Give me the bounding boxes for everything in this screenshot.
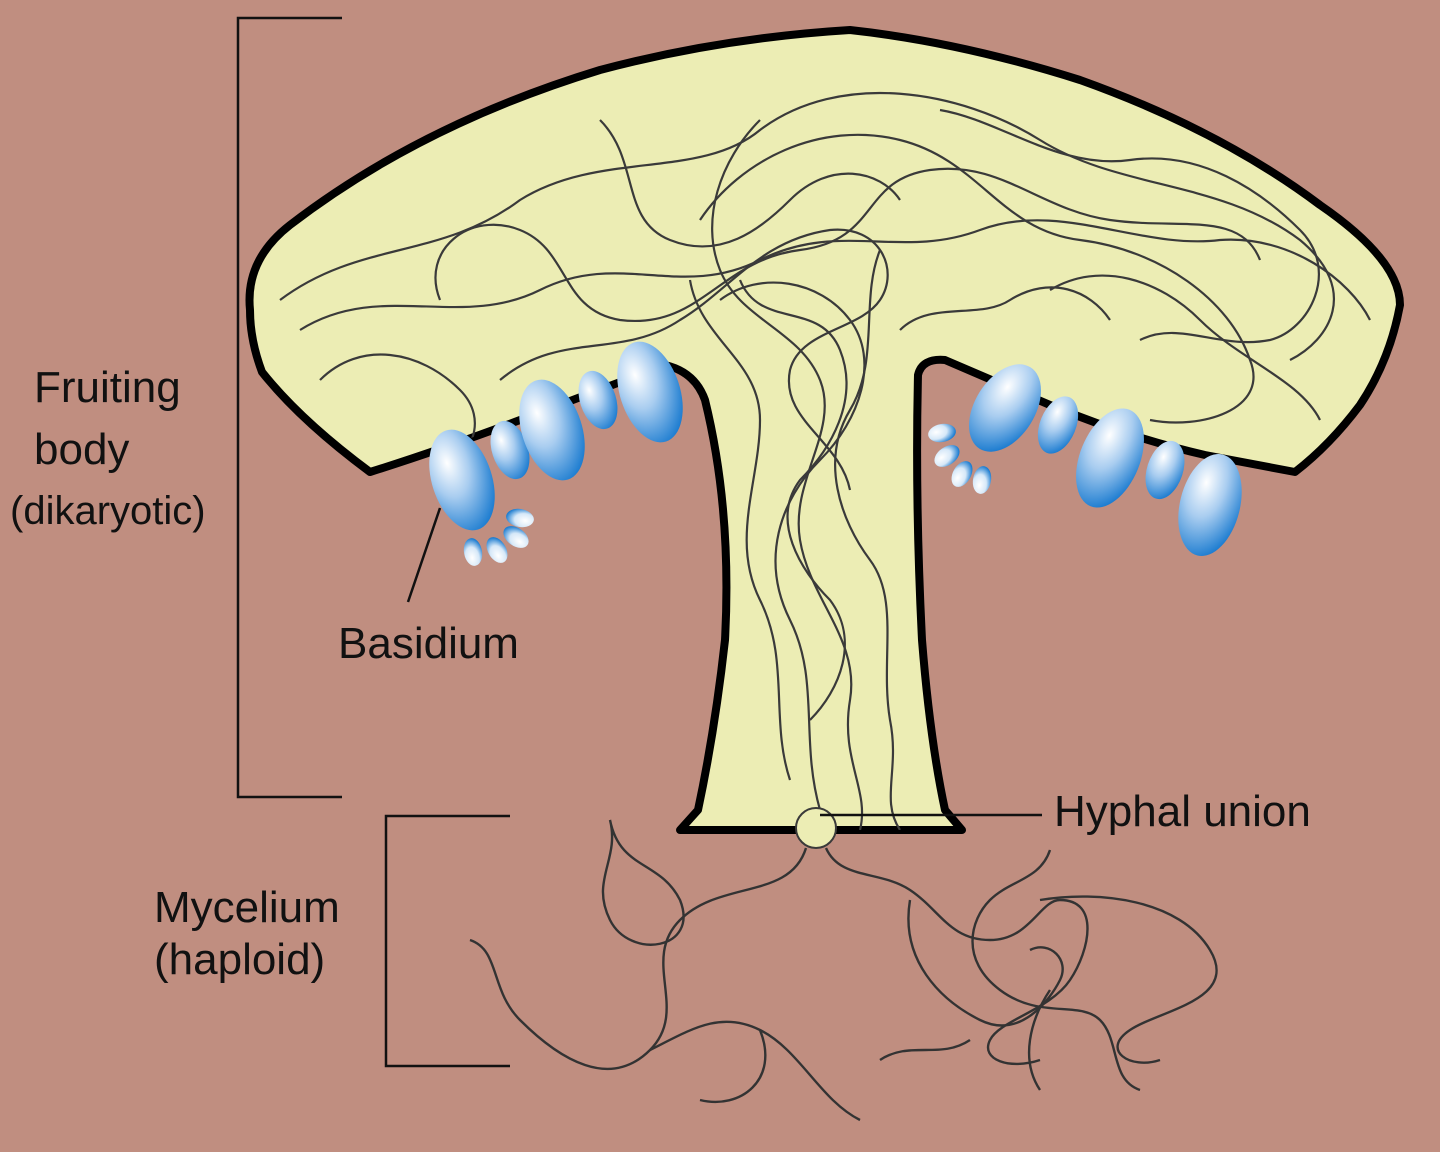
basidia-right (928, 364, 1242, 556)
basidium-shape (1037, 396, 1079, 454)
mycelium-bracket (384, 814, 510, 1068)
fruiting-body-label-line2: body (34, 425, 130, 474)
hyphal-union-node (795, 807, 837, 849)
basidium-shape (1145, 440, 1185, 500)
spore-shape (486, 537, 508, 563)
spore-shape (503, 526, 529, 548)
spore-shape (951, 461, 973, 487)
basidium-shape (1178, 454, 1242, 556)
hyphal-union-label: Hyphal union (1054, 787, 1311, 836)
basidium-pointer-line (406, 507, 442, 603)
basidium-shape (490, 420, 530, 480)
basidium-label: Basidium (338, 619, 519, 668)
fruiting-body-label-line3: (dikaryotic) (10, 489, 206, 533)
spore-shape (463, 538, 483, 566)
spore-shape (506, 508, 534, 528)
basidium-shape (969, 364, 1041, 452)
basidium-shape (617, 341, 683, 443)
basidium-shape (429, 429, 495, 531)
spore-shape (934, 445, 960, 467)
basidium-shape (578, 370, 618, 430)
mycelium-label-line1: Mycelium (154, 883, 340, 932)
basidium-shape (519, 379, 585, 481)
spore-shape (972, 466, 992, 494)
spore-shape (928, 423, 956, 443)
fruiting-body-bracket (236, 16, 342, 799)
internal-hyphae (279, 91, 1371, 830)
mycelium-hyphae (469, 819, 1218, 1122)
basidium-shape (1076, 408, 1144, 508)
mycelium-label-line2: (haploid) (154, 935, 326, 984)
basidia-left (429, 341, 683, 566)
fruiting-body-label-line1: Fruiting (34, 363, 181, 412)
